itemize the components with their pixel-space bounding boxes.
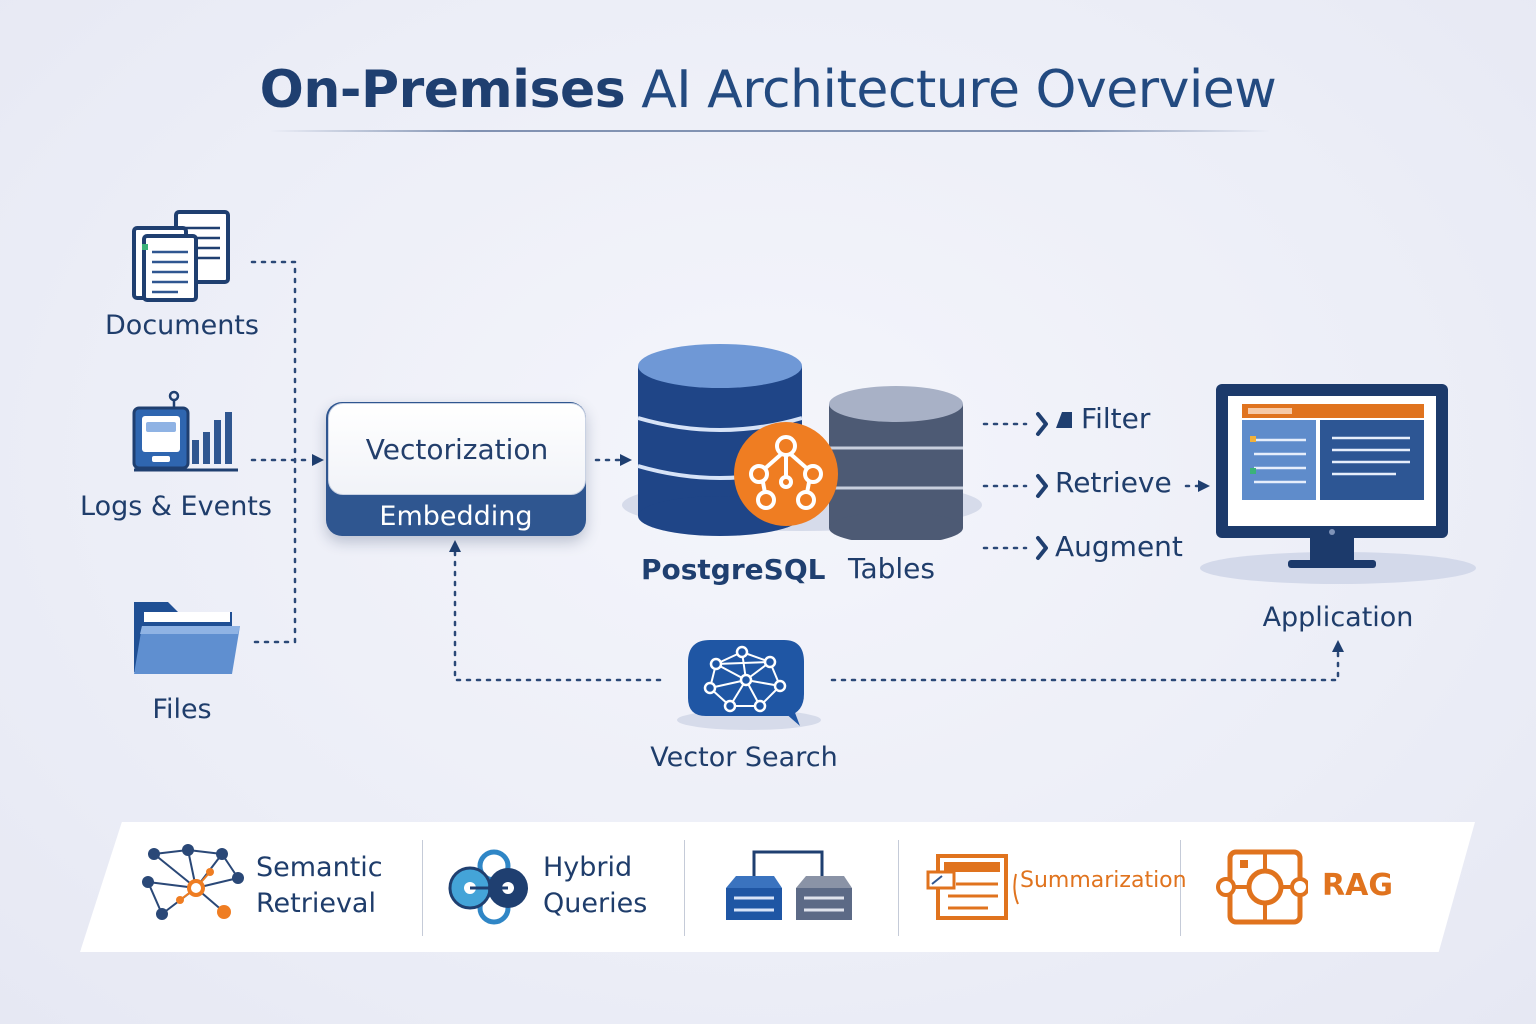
embedding-label: Embedding [379,500,533,532]
servers-icon [726,850,852,920]
application-monitor-icon [1200,384,1476,584]
folder-icon [134,602,240,674]
filter-chevron-icon [1036,412,1048,436]
legend-divider [898,840,899,936]
arrowhead [449,540,461,552]
hybrid-icon [448,849,528,925]
arrowhead [620,454,632,466]
logs-events-icon [132,390,238,472]
postgres-database-icon [622,344,982,540]
search-to-app-line [830,650,1340,682]
search-to-embedding-line [453,550,664,682]
logs-events-label: Logs & Events [80,491,272,522]
retrieve-label: Retrieve [1055,466,1172,499]
arrowhead [1198,480,1210,492]
documents-icon [132,210,230,302]
vector-search-icon [677,640,821,730]
legend-divider [422,840,423,936]
filter-label: Filter [1081,402,1151,435]
tables-cylinder [829,386,963,540]
retrieve-chevron-icon [1036,474,1048,498]
filter-marker-icon [1056,412,1072,428]
title-underline [270,130,1270,132]
graph-badge-icon [734,422,838,526]
arrowhead [312,454,324,466]
sources-trunk-line [250,260,297,644]
postgresql-label: PostgreSQL [641,553,826,586]
legend-divider [684,840,685,936]
summarization-label: Summarization [1020,868,1187,893]
application-label: Application [1262,602,1414,633]
graph-nodes-icon [142,844,244,920]
augment-label: Augment [1055,530,1183,563]
page-title: On-Premises AI Architecture Overview [259,60,1277,120]
arrowhead [1332,640,1344,652]
legend-divider [1180,840,1181,936]
vectorization-label: Vectorization [328,403,586,495]
vector-search-label: Vector Search [650,742,838,773]
augment-chevron-icon [1036,536,1048,560]
tables-label: Tables [848,552,935,585]
documents-label: Documents [105,310,259,341]
rag-label: RAG [1322,868,1393,903]
summary-doc-icon [926,854,1019,920]
files-label: Files [152,694,212,725]
rag-icon [1216,849,1308,925]
